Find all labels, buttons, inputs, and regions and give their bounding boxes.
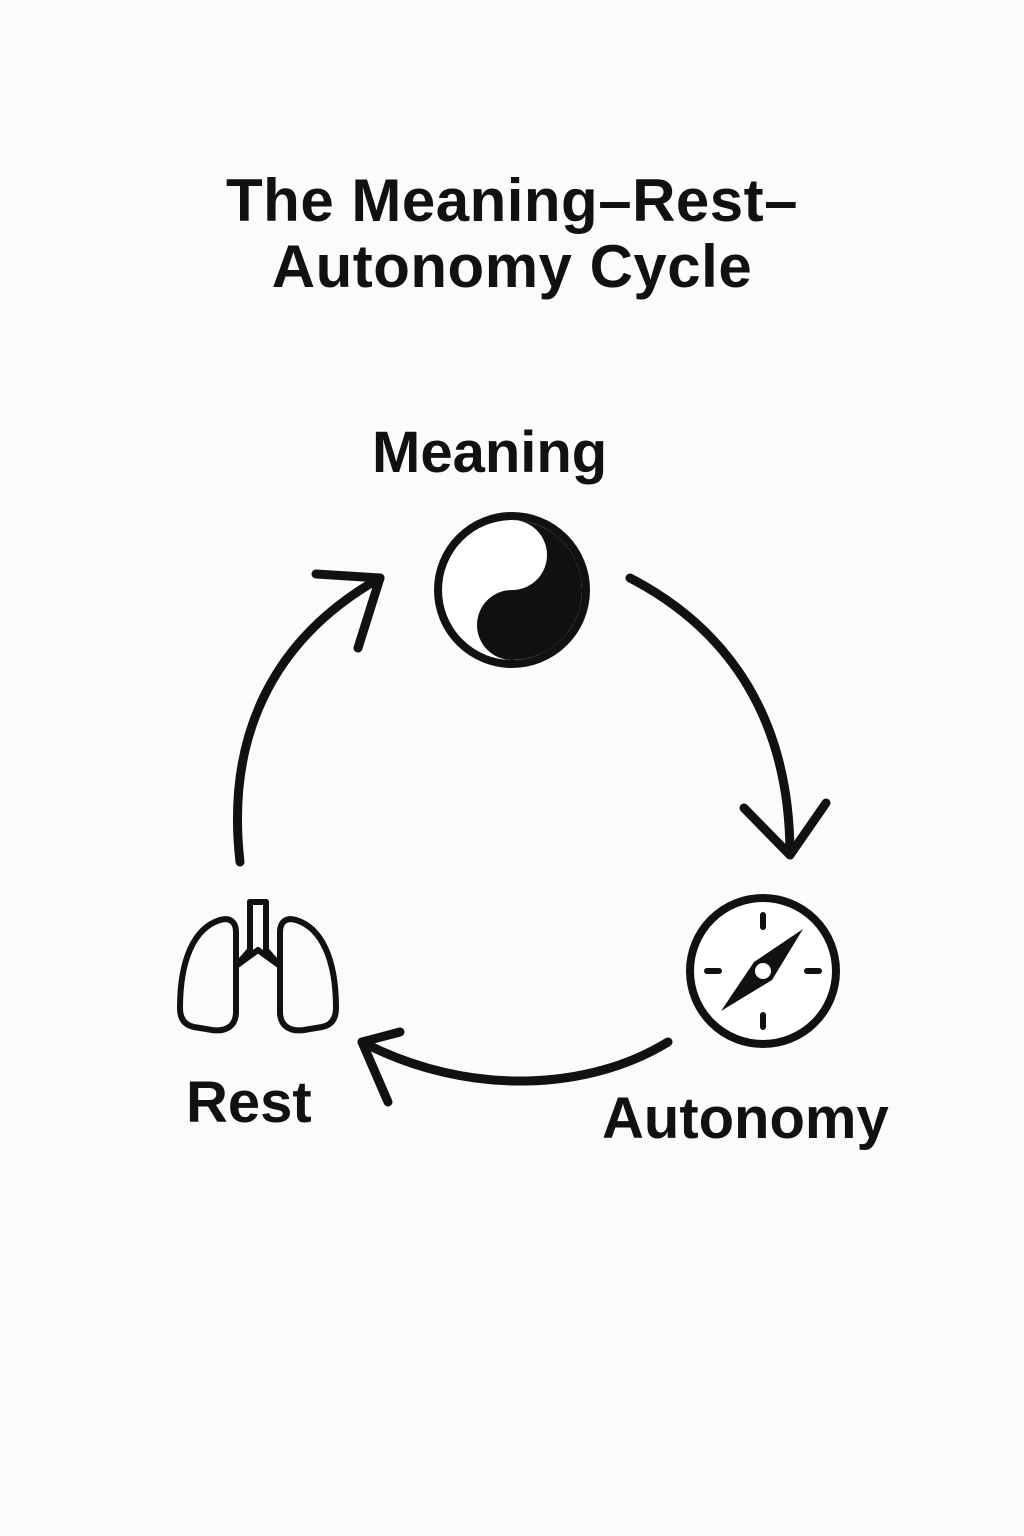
lungs-icon: [177, 899, 339, 1034]
node-label-rest: Rest: [186, 1070, 312, 1135]
arrow-autonomy-to-rest: [357, 1027, 673, 1107]
title-line-1: The Meaning–Rest–: [226, 167, 798, 234]
arrow-rest-to-meaning: [233, 569, 385, 867]
yin-yang-icon: [434, 512, 590, 668]
diagram-title: The Meaning–Rest– Autonomy Cycle: [0, 168, 1024, 300]
node-label-autonomy: Autonomy: [602, 1086, 889, 1151]
arrow-meaning-to-autonomy: [625, 573, 831, 860]
title-line-2: Autonomy Cycle: [271, 233, 753, 300]
compass-icon: [686, 894, 840, 1048]
node-label-meaning: Meaning: [372, 420, 608, 485]
